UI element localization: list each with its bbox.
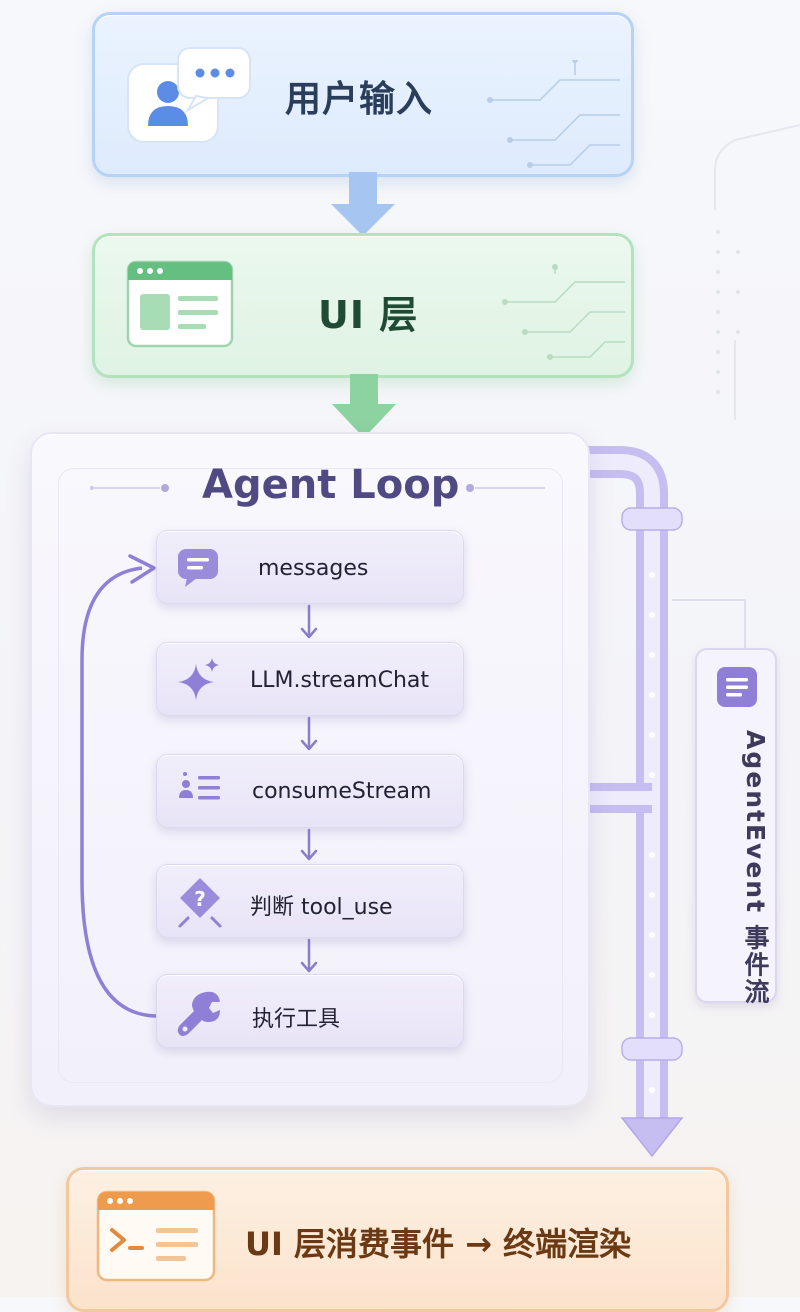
event-stream-tag <box>695 648 777 1003</box>
loop-back-arrow <box>80 554 159 1018</box>
flow-arrow-2 <box>332 374 396 438</box>
terminal-render-title: UI 层消费事件 → 终端渲染 <box>245 1225 632 1263</box>
list-icon <box>179 772 220 800</box>
user-input-title: 用户输入 <box>285 79 434 120</box>
message-icon <box>178 549 218 587</box>
flow-arrow-1 <box>331 172 395 236</box>
agent-loop-title: Agent Loop <box>202 462 460 508</box>
svg-text:?: ? <box>194 887 206 911</box>
step-arrows <box>300 604 318 973</box>
circuit-decoration-green <box>502 264 625 360</box>
question-diamond-icon: ? <box>178 878 222 928</box>
circuit-decoration <box>487 60 620 168</box>
event-pipe <box>561 446 684 1158</box>
step-label: 判断 tool_use <box>250 895 393 920</box>
step-consumestream <box>156 754 464 828</box>
event-list-icon <box>717 667 757 707</box>
agent-loop-inner-frame <box>58 468 563 1083</box>
step-label: LLM.streamChat <box>250 668 429 693</box>
window-icon <box>126 260 234 348</box>
wrench-icon <box>177 991 220 1036</box>
event-stream-label: AgentEvent 事件流 <box>741 730 770 1006</box>
user-chat-icon <box>127 47 251 143</box>
step-label: 执行工具 <box>252 1007 341 1032</box>
ui-layer-title: UI 层 <box>318 293 419 337</box>
sparkle-icon <box>178 658 219 700</box>
step-label: messages <box>258 556 369 581</box>
step-label: consumeStream <box>252 779 432 804</box>
step-llm-streamchat <box>156 642 464 716</box>
terminal-icon <box>96 1190 216 1282</box>
agent-loop-title-decoration <box>90 484 545 492</box>
